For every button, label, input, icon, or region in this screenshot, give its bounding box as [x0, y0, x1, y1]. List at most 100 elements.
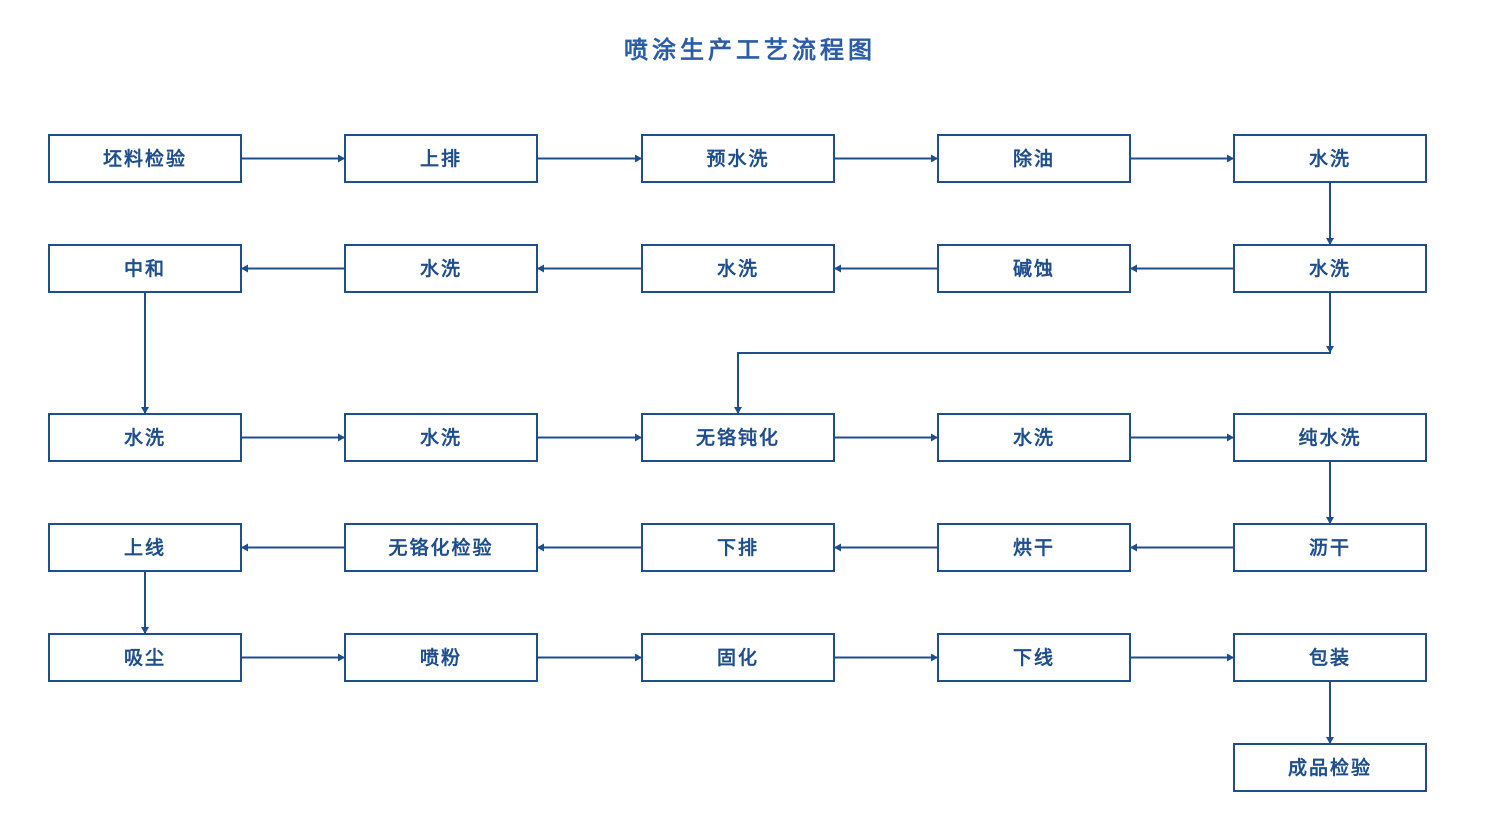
arrow-head-icon: [931, 433, 938, 442]
process-step-s11: 水洗: [48, 413, 242, 462]
process-step-s25: 包装: [1233, 633, 1427, 682]
process-step-box: [937, 413, 1131, 462]
flow-arrow-s11-s12: [241, 433, 345, 442]
flow-arrow-s5-s6: [1326, 182, 1334, 245]
arrow-head-icon: [1227, 433, 1234, 442]
flow-arrow-s17-s18: [834, 543, 938, 552]
flow-arrow-s6-s13: [734, 292, 1334, 414]
arrow-head-icon: [834, 264, 841, 273]
flow-arrow-s21-s22: [241, 653, 345, 662]
process-step-label: 坯料检验: [103, 147, 187, 170]
flow-arrow-s3-s4: [834, 154, 938, 163]
arrow-head-icon: [1227, 653, 1234, 662]
process-step-s17: 烘干: [937, 523, 1131, 572]
arrow-head-icon: [241, 543, 248, 552]
process-step-label: 水洗: [1309, 257, 1351, 280]
process-step-label: 无铬化检验: [388, 536, 493, 559]
process-step-label: 吸尘: [124, 647, 166, 669]
flow-arrow-s8-s9: [537, 264, 642, 273]
flow-arrow-s12-s13: [537, 433, 642, 442]
process-step-s21: 吸尘: [48, 633, 242, 682]
flow-arrow-s6-s7: [1130, 264, 1234, 273]
process-step-box: [48, 134, 242, 183]
process-step-s2: 上排: [344, 134, 538, 183]
flow-arrow-s19-s20: [241, 543, 345, 552]
arrow-head-icon: [931, 154, 938, 163]
flow-arrow-s2-s3: [537, 154, 642, 163]
process-step-label: 沥干: [1309, 537, 1351, 559]
process-step-label: 除油: [1013, 147, 1055, 170]
process-step-label: 下排: [717, 536, 759, 559]
process-step-box: [1233, 413, 1427, 462]
process-step-label: 中和: [124, 257, 166, 280]
arrow-head-icon: [537, 264, 544, 273]
flow-arrow-s4-s5: [1130, 154, 1234, 163]
process-step-s23: 固化: [641, 633, 835, 682]
process-step-s16: 沥干: [1233, 523, 1427, 572]
process-step-label: 水洗: [1309, 147, 1351, 170]
arrow-head-icon: [931, 653, 938, 662]
process-step-box: [937, 633, 1131, 682]
arrow-head-icon: [141, 407, 149, 414]
arrow-head-icon: [1326, 517, 1334, 524]
flow-arrow-s15-s16: [1326, 461, 1334, 524]
arrow-head-icon: [635, 433, 642, 442]
flow-arrow-s14-s15: [1130, 433, 1234, 442]
process-step-label: 成品检验: [1288, 756, 1372, 779]
process-step-s12: 水洗: [344, 413, 538, 462]
process-step-s8: 水洗: [641, 244, 835, 293]
flow-arrow-s9-s10: [241, 264, 345, 273]
process-step-box: [344, 523, 538, 572]
process-step-label: 喷粉: [420, 646, 462, 669]
arrow-head-icon: [1326, 238, 1334, 245]
arrow-head-icon: [338, 433, 345, 442]
process-step-box: [641, 633, 835, 682]
process-step-label: 无铬钝化: [696, 426, 780, 449]
process-step-box: [641, 523, 835, 572]
arrow-head-icon: [834, 543, 841, 552]
process-step-label: 上排: [420, 147, 462, 170]
process-step-label: 预水洗: [706, 147, 769, 170]
process-step-label: 水洗: [420, 257, 462, 280]
arrow-head-icon: [734, 407, 742, 414]
arrow-head-icon: [141, 627, 149, 634]
flow-arrow-s1-s2: [241, 154, 345, 163]
process-step-s9: 水洗: [344, 244, 538, 293]
flow-arrow-s23-s24: [834, 653, 938, 662]
process-step-s13: 无铬钝化: [641, 413, 835, 462]
step-layer: 坯料检验上排预水洗除油水洗水洗碱蚀水洗水洗中和水洗水洗无铬钝化水洗纯水洗沥干烘干…: [48, 134, 1427, 792]
process-step-box: [641, 413, 835, 462]
process-step-s3: 预水洗: [641, 134, 835, 183]
arrow-head-icon: [635, 154, 642, 163]
process-step-label: 包装: [1309, 646, 1351, 669]
process-step-label: 水洗: [1013, 426, 1055, 449]
process-step-box: [1233, 244, 1427, 293]
arrow-head-icon: [241, 264, 248, 273]
arrow-head-icon: [1326, 737, 1334, 744]
process-step-label: 水洗: [717, 257, 759, 280]
process-step-box: [48, 244, 242, 293]
process-step-s15: 纯水洗: [1233, 413, 1427, 462]
arrow-head-icon: [635, 653, 642, 662]
flow-arrow-s10-s11: [141, 292, 149, 414]
process-step-s7: 碱蚀: [937, 244, 1131, 293]
process-step-box: [344, 633, 538, 682]
process-step-s26: 成品检验: [1233, 743, 1427, 792]
arrow-head-icon: [537, 543, 544, 552]
process-step-box: [1233, 134, 1427, 183]
process-step-s18: 下排: [641, 523, 835, 572]
process-step-box: [344, 244, 538, 293]
process-step-s24: 下线: [937, 633, 1131, 682]
process-step-box: [1233, 633, 1427, 682]
process-step-label: 下线: [1013, 646, 1055, 669]
process-step-label: 水洗: [420, 426, 462, 449]
process-step-box: [48, 633, 242, 682]
flow-arrow-s13-s14: [834, 433, 938, 442]
process-step-s1: 坯料检验: [48, 134, 242, 183]
process-step-label: 碱蚀: [1013, 257, 1055, 280]
process-step-label: 水洗: [124, 426, 166, 449]
process-step-box: [1233, 523, 1427, 572]
process-step-s6: 水洗: [1233, 244, 1427, 293]
arrow-head-icon: [338, 653, 345, 662]
process-step-box: [1233, 743, 1427, 792]
